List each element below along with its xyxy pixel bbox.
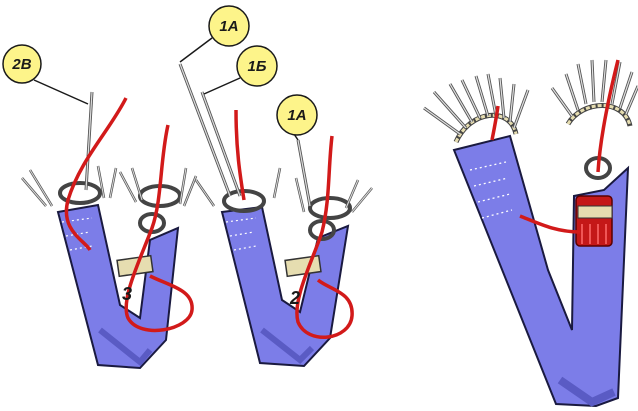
- callout-label-1b: 1Б: [248, 58, 267, 75]
- riser-assembly-right: [423, 59, 638, 408]
- callout-1a-top: 1А: [179, 5, 250, 63]
- strap-number-3: 3: [122, 284, 132, 304]
- riser-assembly-middle: 2: [178, 63, 373, 368]
- red-line-middle: [234, 109, 246, 201]
- red-line-right-a: [490, 105, 500, 141]
- red-line-right-b: [596, 59, 620, 173]
- callout-1b: 1Б: [203, 45, 278, 95]
- strap-number-2: 2: [289, 288, 300, 308]
- riser-assembly-left: 3: [21, 91, 198, 370]
- red-line-left-loop: [124, 124, 194, 333]
- callout-2v: 2В: [2, 44, 89, 105]
- callout-label-1a-top: 1А: [219, 18, 238, 35]
- red-line-left: [64, 97, 128, 252]
- red-line-right-c: [519, 214, 581, 234]
- callout-label-1a-mid: 1А: [287, 107, 306, 124]
- callout-label-2v: 2В: [11, 56, 31, 73]
- red-line-middle-loop: [295, 135, 354, 339]
- callout-1a-mid: 1А: [276, 94, 318, 141]
